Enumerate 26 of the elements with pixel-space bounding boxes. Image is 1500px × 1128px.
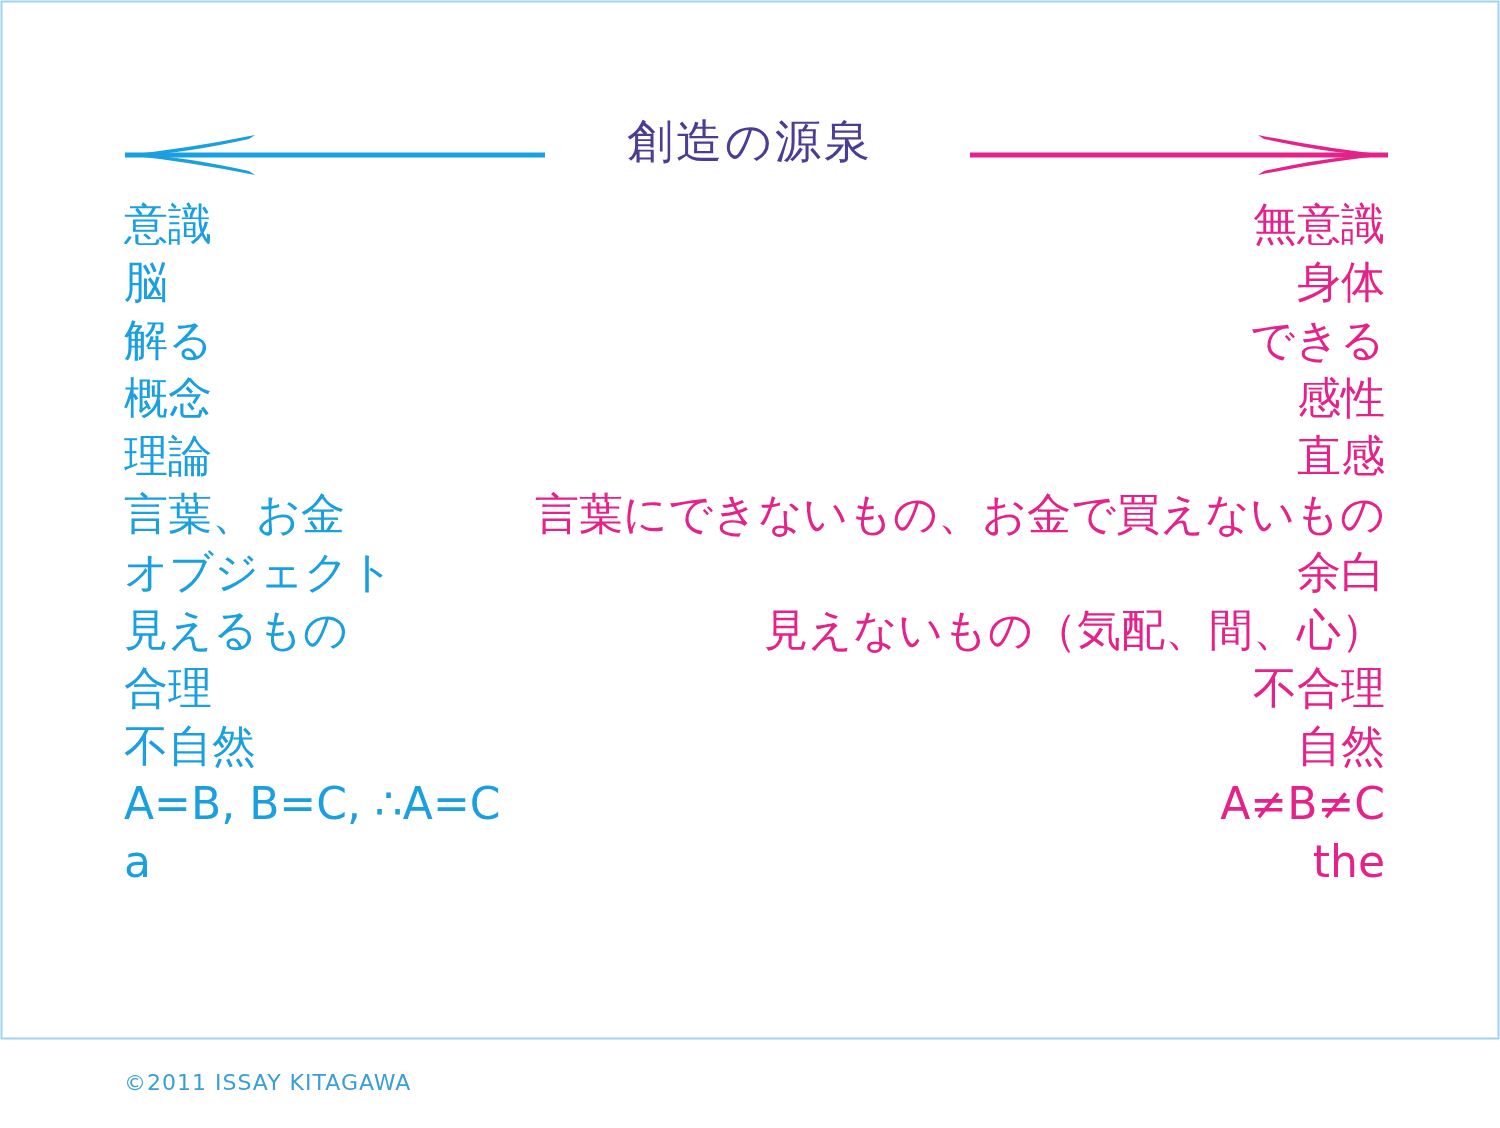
right-term: 不合理 bbox=[1253, 666, 1385, 710]
title: 創造の源泉 bbox=[627, 118, 873, 164]
right-term: 感性 bbox=[1297, 376, 1385, 420]
left-term: オブジェクト bbox=[124, 550, 394, 594]
left-term: 言葉、お金 bbox=[124, 492, 345, 536]
right-term: 自然 bbox=[1297, 724, 1385, 768]
left-term: 脳 bbox=[124, 260, 168, 304]
left-term: 解る bbox=[124, 318, 213, 362]
left-term: 不自然 bbox=[124, 724, 256, 768]
right-term: the bbox=[1312, 840, 1385, 884]
right-term: できる bbox=[1250, 318, 1385, 362]
right-term: 無意識 bbox=[1253, 202, 1385, 246]
copyright-note: ©2011 ISSAY KITAGAWA bbox=[124, 1072, 412, 1094]
left-term: A=B, B=C, ∴A=C bbox=[124, 782, 501, 826]
left-term: 見えるもの bbox=[124, 608, 348, 652]
left-term: 理論 bbox=[124, 434, 212, 478]
left-term: a bbox=[124, 840, 151, 884]
right-term: 余白 bbox=[1297, 550, 1385, 594]
right-term: A≠B≠C bbox=[1220, 782, 1385, 826]
right-term: 見えないもの（気配、間、心） bbox=[764, 608, 1385, 652]
left-term: 概念 bbox=[124, 376, 212, 420]
left-term: 意識 bbox=[124, 202, 212, 246]
right-term: 直感 bbox=[1297, 434, 1385, 478]
right-term: 言葉にできないもの、お金で買えないもの bbox=[535, 492, 1385, 536]
right-term: 身体 bbox=[1297, 260, 1385, 304]
left-term: 合理 bbox=[124, 666, 212, 710]
